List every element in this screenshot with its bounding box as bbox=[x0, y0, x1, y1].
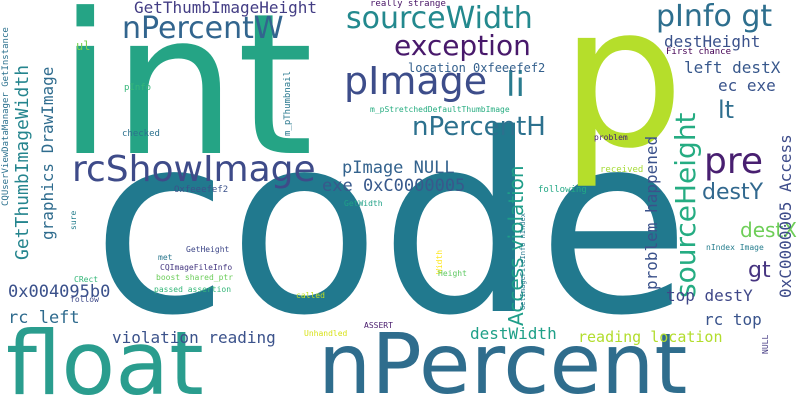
word-ul: ul bbox=[76, 39, 91, 53]
word-m_pStretchedDefaultThumbImage: m_pStretchedDefaultThumbImage bbox=[370, 105, 510, 114]
word-Height: Height bbox=[438, 269, 467, 278]
word-location-0xfeeefef2: location 0xfeeefef2 bbox=[408, 61, 546, 75]
word-received: received bbox=[600, 165, 644, 175]
word-0x004095b0: 0x004095b0 bbox=[8, 282, 111, 302]
word-problem: problem bbox=[594, 133, 628, 142]
word-follow: follow bbox=[70, 295, 99, 304]
word-Unhandled: Unhandled bbox=[304, 329, 348, 338]
word-following: following bbox=[538, 185, 587, 195]
word-Oxfeeefef2: Oxfeeefef2 bbox=[174, 185, 229, 195]
word-code: code bbox=[92, 82, 691, 370]
word-CQUserViewDataManager-GetInstance: CQUserViewDataManager GetInstance bbox=[1, 27, 11, 206]
word-First-chance: First chance bbox=[666, 47, 732, 57]
word-called: called bbox=[296, 291, 325, 300]
word-top-destY: top destY bbox=[666, 286, 753, 305]
word-destX: destX bbox=[740, 218, 797, 242]
word-ASSERT: ASSERT bbox=[364, 321, 393, 330]
word-sourceHeight: sourceHeight bbox=[669, 112, 702, 298]
word-exception: exception bbox=[394, 29, 531, 62]
word-GetImageFileInfo-nIndex: GetImageFileInfo nIndex bbox=[519, 213, 527, 310]
word-reading-location: reading location bbox=[578, 328, 723, 346]
word-pInfo-small: pInfo bbox=[124, 83, 152, 93]
word-nPercent: nPercent bbox=[318, 315, 688, 400]
word-sure: sure bbox=[69, 210, 78, 230]
word-sourceWidth: sourceWidth bbox=[346, 1, 533, 36]
word-met: met bbox=[158, 253, 173, 262]
word-rcShowImage: rcShowImage bbox=[72, 149, 316, 190]
word-lt: lt bbox=[718, 96, 735, 124]
word-int: int bbox=[58, 0, 314, 200]
word-violation-reading: violation reading bbox=[112, 328, 276, 347]
word-exe-0xC0000005: exe 0xC0000005 bbox=[322, 176, 466, 196]
word-passed-assertion: passed assertion bbox=[154, 285, 232, 294]
word-problem-happened: problem happened bbox=[642, 135, 661, 290]
word-pre: pre bbox=[704, 141, 764, 182]
word-float: float bbox=[6, 312, 204, 400]
word-rc-left: rc left bbox=[8, 308, 80, 328]
word-gt: gt bbox=[748, 258, 771, 283]
word-GetThumbImageHeight: GetThumbImageHeight bbox=[134, 0, 318, 17]
word-GetThumbImageWidth: GetThumbImageWidth bbox=[12, 64, 33, 260]
word-nPercentW: nPercentW bbox=[122, 11, 284, 46]
word-pInfo-gt: pInfo gt bbox=[656, 0, 773, 34]
word-destHeight: destHeight bbox=[664, 32, 761, 51]
word-NULL: NULL bbox=[761, 334, 770, 354]
word-nPercentH: nPercentH bbox=[412, 112, 546, 142]
word-checked: checked bbox=[122, 129, 160, 139]
word-ec-exe: ec exe bbox=[718, 76, 776, 95]
word-nIndex-Image: nIndex Image bbox=[706, 243, 764, 252]
word-GetHeight: GetHeight bbox=[186, 245, 230, 254]
word-GetWidth: GetWidth bbox=[344, 199, 383, 208]
word-p: p bbox=[560, 0, 685, 192]
word-boost-shared_ptr: boost shared_ptr bbox=[156, 273, 234, 282]
word-really-strange: really strange bbox=[370, 0, 446, 9]
word-pImage: pImage bbox=[344, 59, 488, 103]
word-0xC0000005-Access: 0xC0000005 Access bbox=[776, 134, 795, 298]
word-CRect: CRect bbox=[74, 275, 99, 284]
word-graphics-DrawImage: graphics DrawImage bbox=[38, 66, 57, 240]
word-destY: destY bbox=[702, 180, 764, 205]
word-rc-top: rc top bbox=[704, 310, 762, 329]
word-destWidth: destWidth bbox=[470, 324, 557, 343]
word-li: li bbox=[506, 65, 525, 105]
word-left-destX: left destX bbox=[684, 58, 781, 77]
word-CQImageFileInfo: CQImageFileInfo bbox=[160, 263, 233, 272]
word-pImage-NULL: pImage NULL bbox=[342, 158, 455, 178]
word-m_pThumbnail: m_pThumbnail bbox=[283, 70, 293, 136]
